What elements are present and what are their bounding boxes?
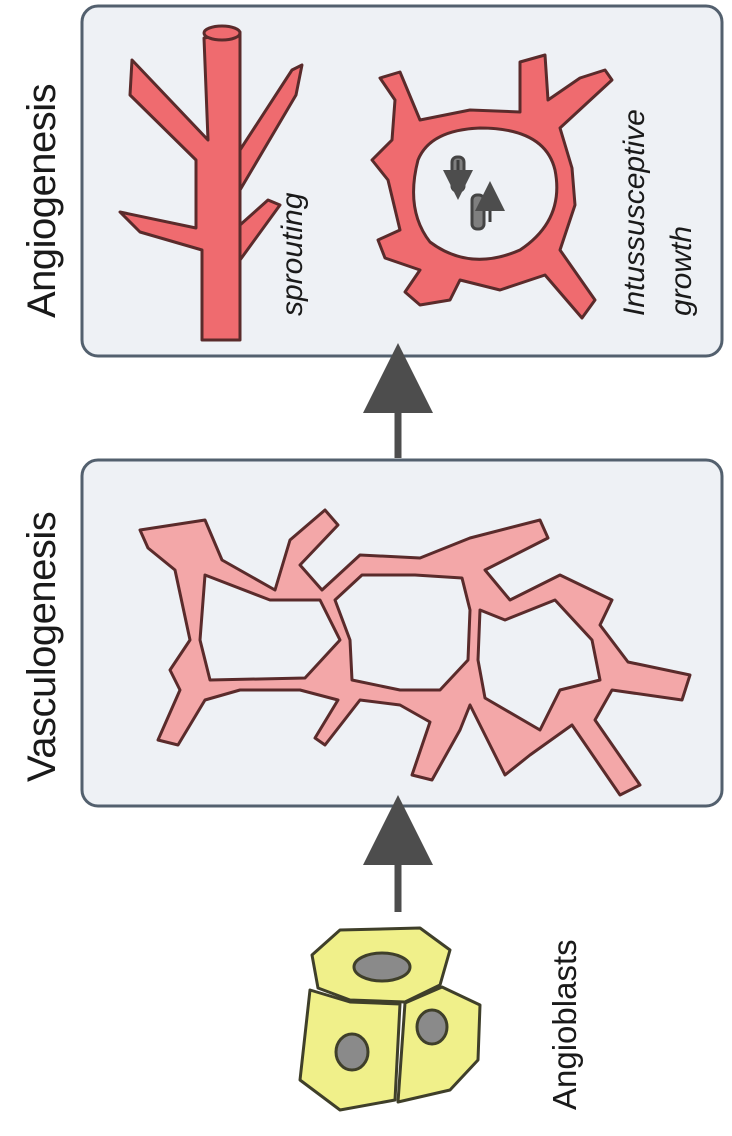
angiogenesis-title: Angiogenesis: [20, 84, 65, 318]
nucleus: [354, 953, 410, 981]
vasculogenesis-panel: [82, 460, 722, 806]
vasculogenesis-title: Vasculogenesis: [20, 512, 65, 782]
nucleus: [417, 1010, 447, 1044]
growth-label: growth: [665, 226, 699, 316]
intussusceptive-label: Intussusceptive: [618, 109, 652, 316]
angioblast-cluster: [300, 928, 480, 1110]
sprouting-label: sprouting: [276, 193, 310, 316]
nucleus: [336, 1034, 368, 1070]
angioblasts-label: Angioblasts: [546, 939, 584, 1110]
